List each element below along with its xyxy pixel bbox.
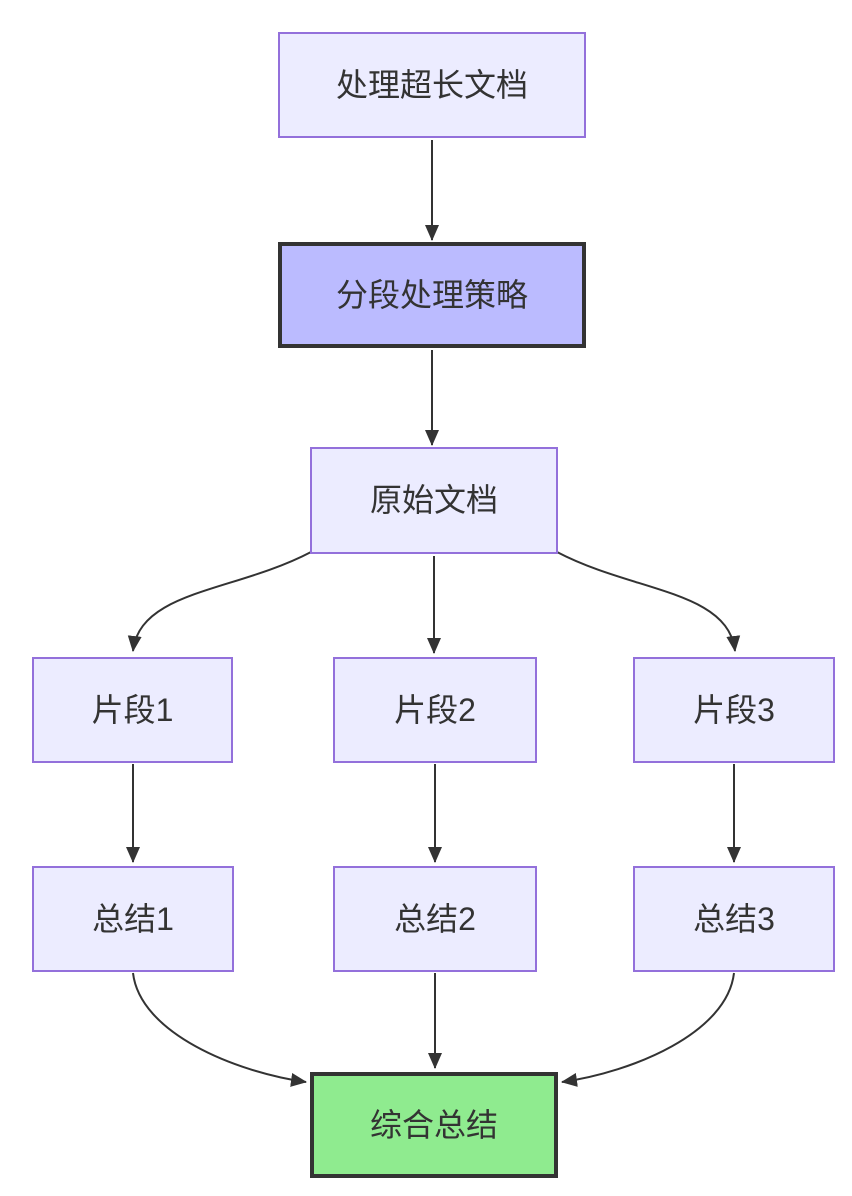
node-segment-3: 片段3 — [633, 657, 835, 763]
node-original-document: 原始文档 — [310, 447, 558, 554]
edge-c-d3 — [556, 551, 741, 652]
node-segment-2: 片段2 — [333, 657, 537, 763]
node-process-long-document: 处理超长文档 — [278, 32, 586, 138]
node-summary-2: 总结2 — [333, 866, 537, 972]
node-segment-1: 片段1 — [32, 657, 233, 763]
node-summary-3: 总结3 — [633, 866, 835, 972]
edge-c-d1 — [127, 551, 312, 652]
node-segmentation-strategy: 分段处理策略 — [278, 242, 586, 348]
edge-e3-f — [561, 972, 735, 1087]
node-final-summary: 综合总结 — [310, 1072, 558, 1178]
edge-e1-f — [132, 972, 307, 1087]
node-summary-1: 总结1 — [32, 866, 234, 972]
